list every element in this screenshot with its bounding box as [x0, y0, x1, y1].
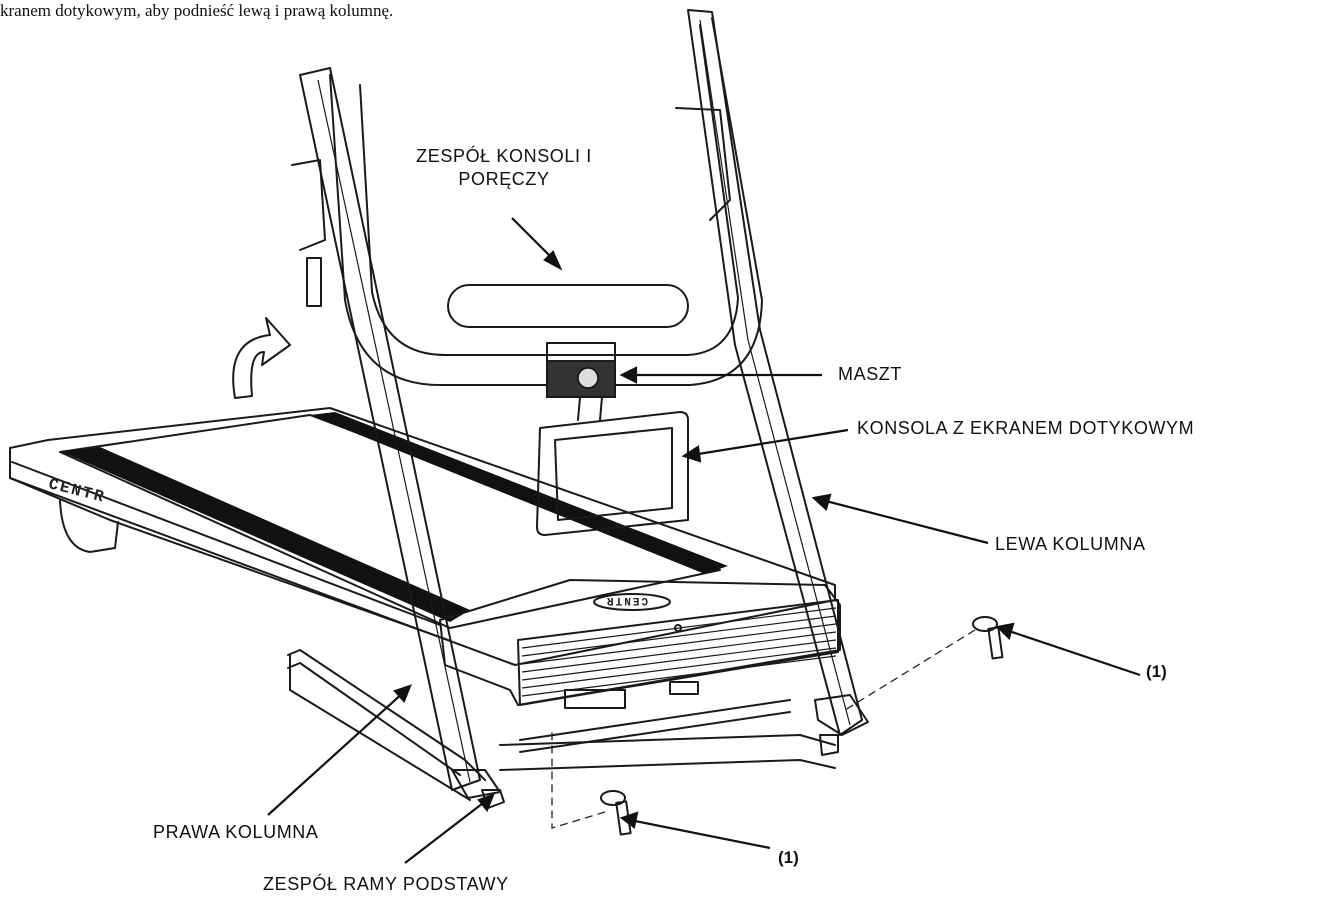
base-frame — [287, 649, 839, 809]
label-left-column: LEWA KOLUMNA — [995, 534, 1146, 554]
label-touch-console: KONSOLA Z EKRANEM DOTYKOWYM — [857, 418, 1195, 438]
label-bolt-right: (1) — [1146, 662, 1167, 681]
treadmill-deck — [9, 407, 836, 666]
right-column-shape — [291, 67, 501, 799]
bolt-bottom — [600, 790, 632, 836]
label-console-handrail: ZESPÓŁ KONSOLI I PORĘCZY — [416, 146, 592, 189]
motor-cover-logo: CENTR — [605, 594, 649, 606]
label-base-frame: ZESPÓŁ RAMY PODSTAWY — [263, 874, 509, 894]
label-mast: MASZT — [838, 364, 902, 384]
motor-cover — [439, 579, 841, 709]
label-right-column: PRAWA KOLUMNA — [153, 822, 319, 842]
rotate-arrow — [232, 317, 291, 399]
handrail-assembly — [329, 17, 763, 386]
touch-console-shape — [536, 411, 689, 536]
left-column-shape — [675, 9, 869, 736]
label-bolt-bottom: (1) — [778, 848, 799, 867]
instruction-caption: kranem dotykowym, aby podnieść lewą i pr… — [0, 1, 394, 20]
mast-shape — [546, 342, 616, 421]
bolt-right — [972, 616, 1004, 660]
leader-lines — [267, 217, 1141, 864]
